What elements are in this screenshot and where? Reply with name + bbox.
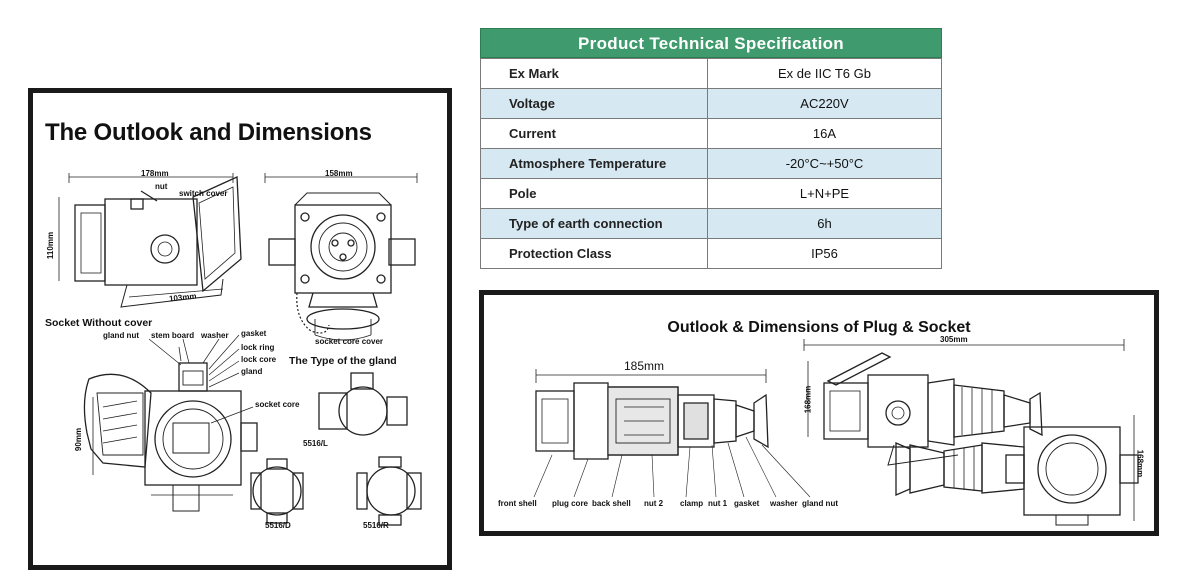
label-nut-2: nut 2 <box>644 499 664 508</box>
label-gasket: gasket <box>734 499 760 508</box>
label-gland-nut: gland nut <box>103 331 139 340</box>
outlook-title: The Outlook and Dimensions <box>45 119 372 146</box>
spec-key: Type of earth connection <box>480 208 708 239</box>
gland-types-title: The Type of the gland <box>289 355 397 367</box>
spec-value: Ex de IIC T6 Gb <box>707 58 942 89</box>
spec-value: 16A <box>707 118 942 149</box>
spec-key: Atmosphere Temperature <box>480 148 708 179</box>
label-front-shell: front shell <box>498 499 537 508</box>
dim-label-168mm-secondary: 168mm <box>1135 449 1145 478</box>
socket-technical-drawings <box>58 173 422 526</box>
dim-label-110mm: 110mm <box>46 231 56 260</box>
spec-value: AC220V <box>707 88 942 119</box>
dim-label-305mm: 305mm <box>940 335 968 344</box>
plug-socket-technical-drawings <box>533 339 1139 526</box>
dim-label-90mm: 90mm <box>74 427 84 452</box>
spec-value: 6h <box>707 208 942 239</box>
spec-table-header: Product Technical Specification <box>480 28 942 58</box>
label-back-shell: back shell <box>592 499 631 508</box>
label-gland: gland <box>241 367 263 376</box>
plug-socket-title: Outlook & Dimensions of Plug & Socket <box>667 319 971 336</box>
socket-without-cover-title: Socket Without cover <box>45 317 153 329</box>
spec-value: -20°C~+50°C <box>707 148 942 179</box>
label-socket-core-cover: socket core cover <box>315 337 384 346</box>
table-row: Atmosphere Temperature-20°C~+50°C <box>480 148 942 179</box>
spec-key: Pole <box>480 178 708 209</box>
label-lock-ring: lock ring <box>241 343 275 352</box>
spec-key: Protection Class <box>480 238 708 269</box>
spec-key: Voltage <box>480 88 708 119</box>
dim-label-168mm: 168mm <box>803 385 813 414</box>
dim-label-178mm: 178mm <box>141 169 169 178</box>
label-nut-1: nut 1 <box>708 499 728 508</box>
spec-key: Current <box>480 118 708 149</box>
label-stem-board: stem board <box>151 331 195 340</box>
plug-cross-section-drawing <box>533 369 811 498</box>
socket-without-cover-drawing <box>83 334 258 512</box>
label-socket-core: socket core <box>255 400 300 409</box>
socket-plug-assembly-drawing <box>803 339 1139 526</box>
gland-type-5516-r: 5516/R <box>363 521 389 530</box>
spec-key: Ex Mark <box>480 58 708 89</box>
outlook-dimensions-panel: The Outlook and Dimensions <box>28 88 452 570</box>
dim-label-158mm: 158mm <box>325 169 353 178</box>
socket-side-view-drawing <box>58 173 242 308</box>
label-gland-nut: gland nut <box>802 499 838 508</box>
gland-type-drawings <box>250 372 422 526</box>
dim-label-185mm: 185mm <box>624 359 665 373</box>
label-nut: nut <box>155 182 168 191</box>
label-gasket: gasket <box>241 329 267 338</box>
label-clamp: clamp <box>680 499 704 508</box>
spec-value: IP56 <box>707 238 942 269</box>
gland-type-5516-d: 5516/D <box>265 521 291 530</box>
label-switch-cover: switch cover <box>179 189 228 198</box>
plug-socket-dimensions-panel: Outlook & Dimensions of Plug & Socket <box>479 290 1159 536</box>
label-washer: washer <box>770 499 798 508</box>
socket-front-view-drawing <box>264 173 418 341</box>
label-lock-core: lock core <box>241 355 277 364</box>
spec-value: L+N+PE <box>707 178 942 209</box>
label-plug-core: plug core <box>552 499 589 508</box>
label-washer: washer <box>201 331 229 340</box>
gland-type-5516-l: 5516/L <box>303 439 328 448</box>
